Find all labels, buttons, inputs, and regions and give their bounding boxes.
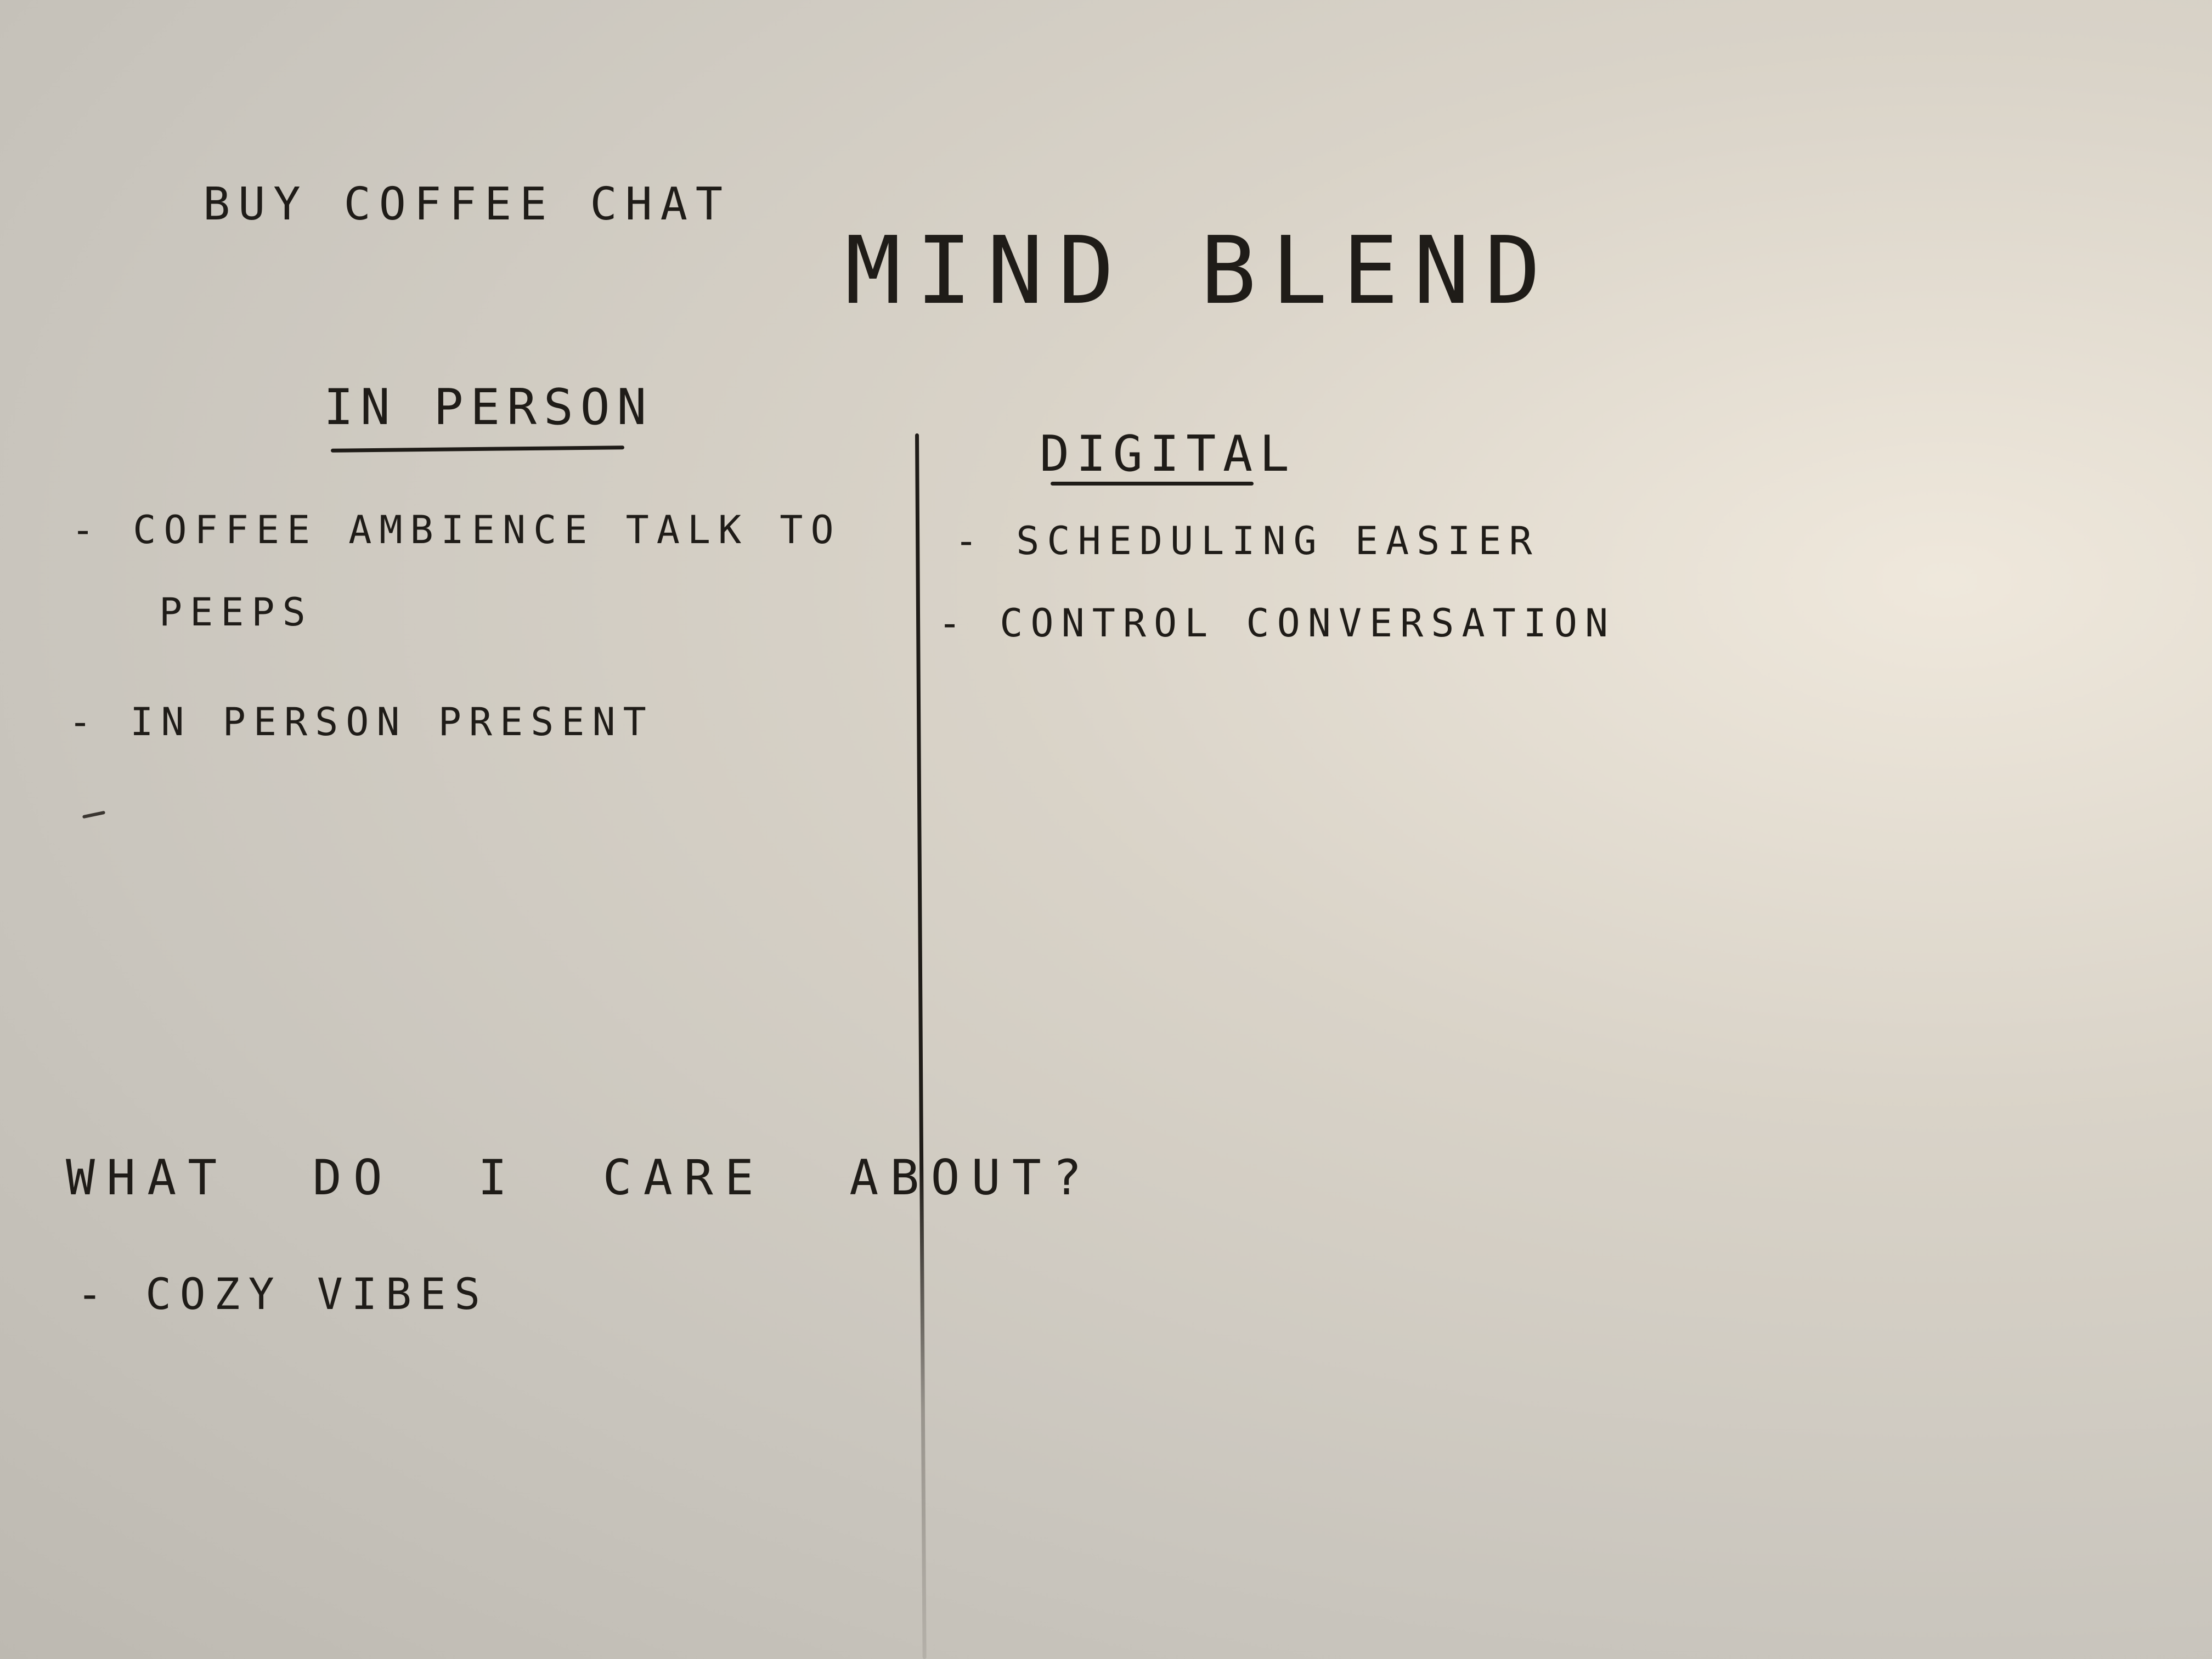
in-person-underline — [330, 445, 625, 453]
question: What do I care about? — [66, 1149, 1093, 1206]
in-person-item: peeps — [159, 590, 313, 635]
column-divider — [915, 433, 927, 1659]
answer-item: - Cozy vibes — [77, 1270, 489, 1319]
big-title: Mind Blend — [845, 217, 1556, 325]
in-person-item: - Coffee ambience talk to — [71, 507, 842, 552]
digital-item: - Scheduling easier — [955, 518, 1540, 563]
digital-underline — [1051, 482, 1254, 486]
digital-heading: Digital — [1040, 425, 1296, 483]
in-person-item: - in person present — [69, 699, 654, 744]
stray-dash — [82, 810, 106, 819]
in-person-heading: In person — [324, 379, 654, 436]
small-title: Buy coffee chat — [203, 178, 731, 230]
digital-item: - Control conversation — [938, 601, 1616, 646]
